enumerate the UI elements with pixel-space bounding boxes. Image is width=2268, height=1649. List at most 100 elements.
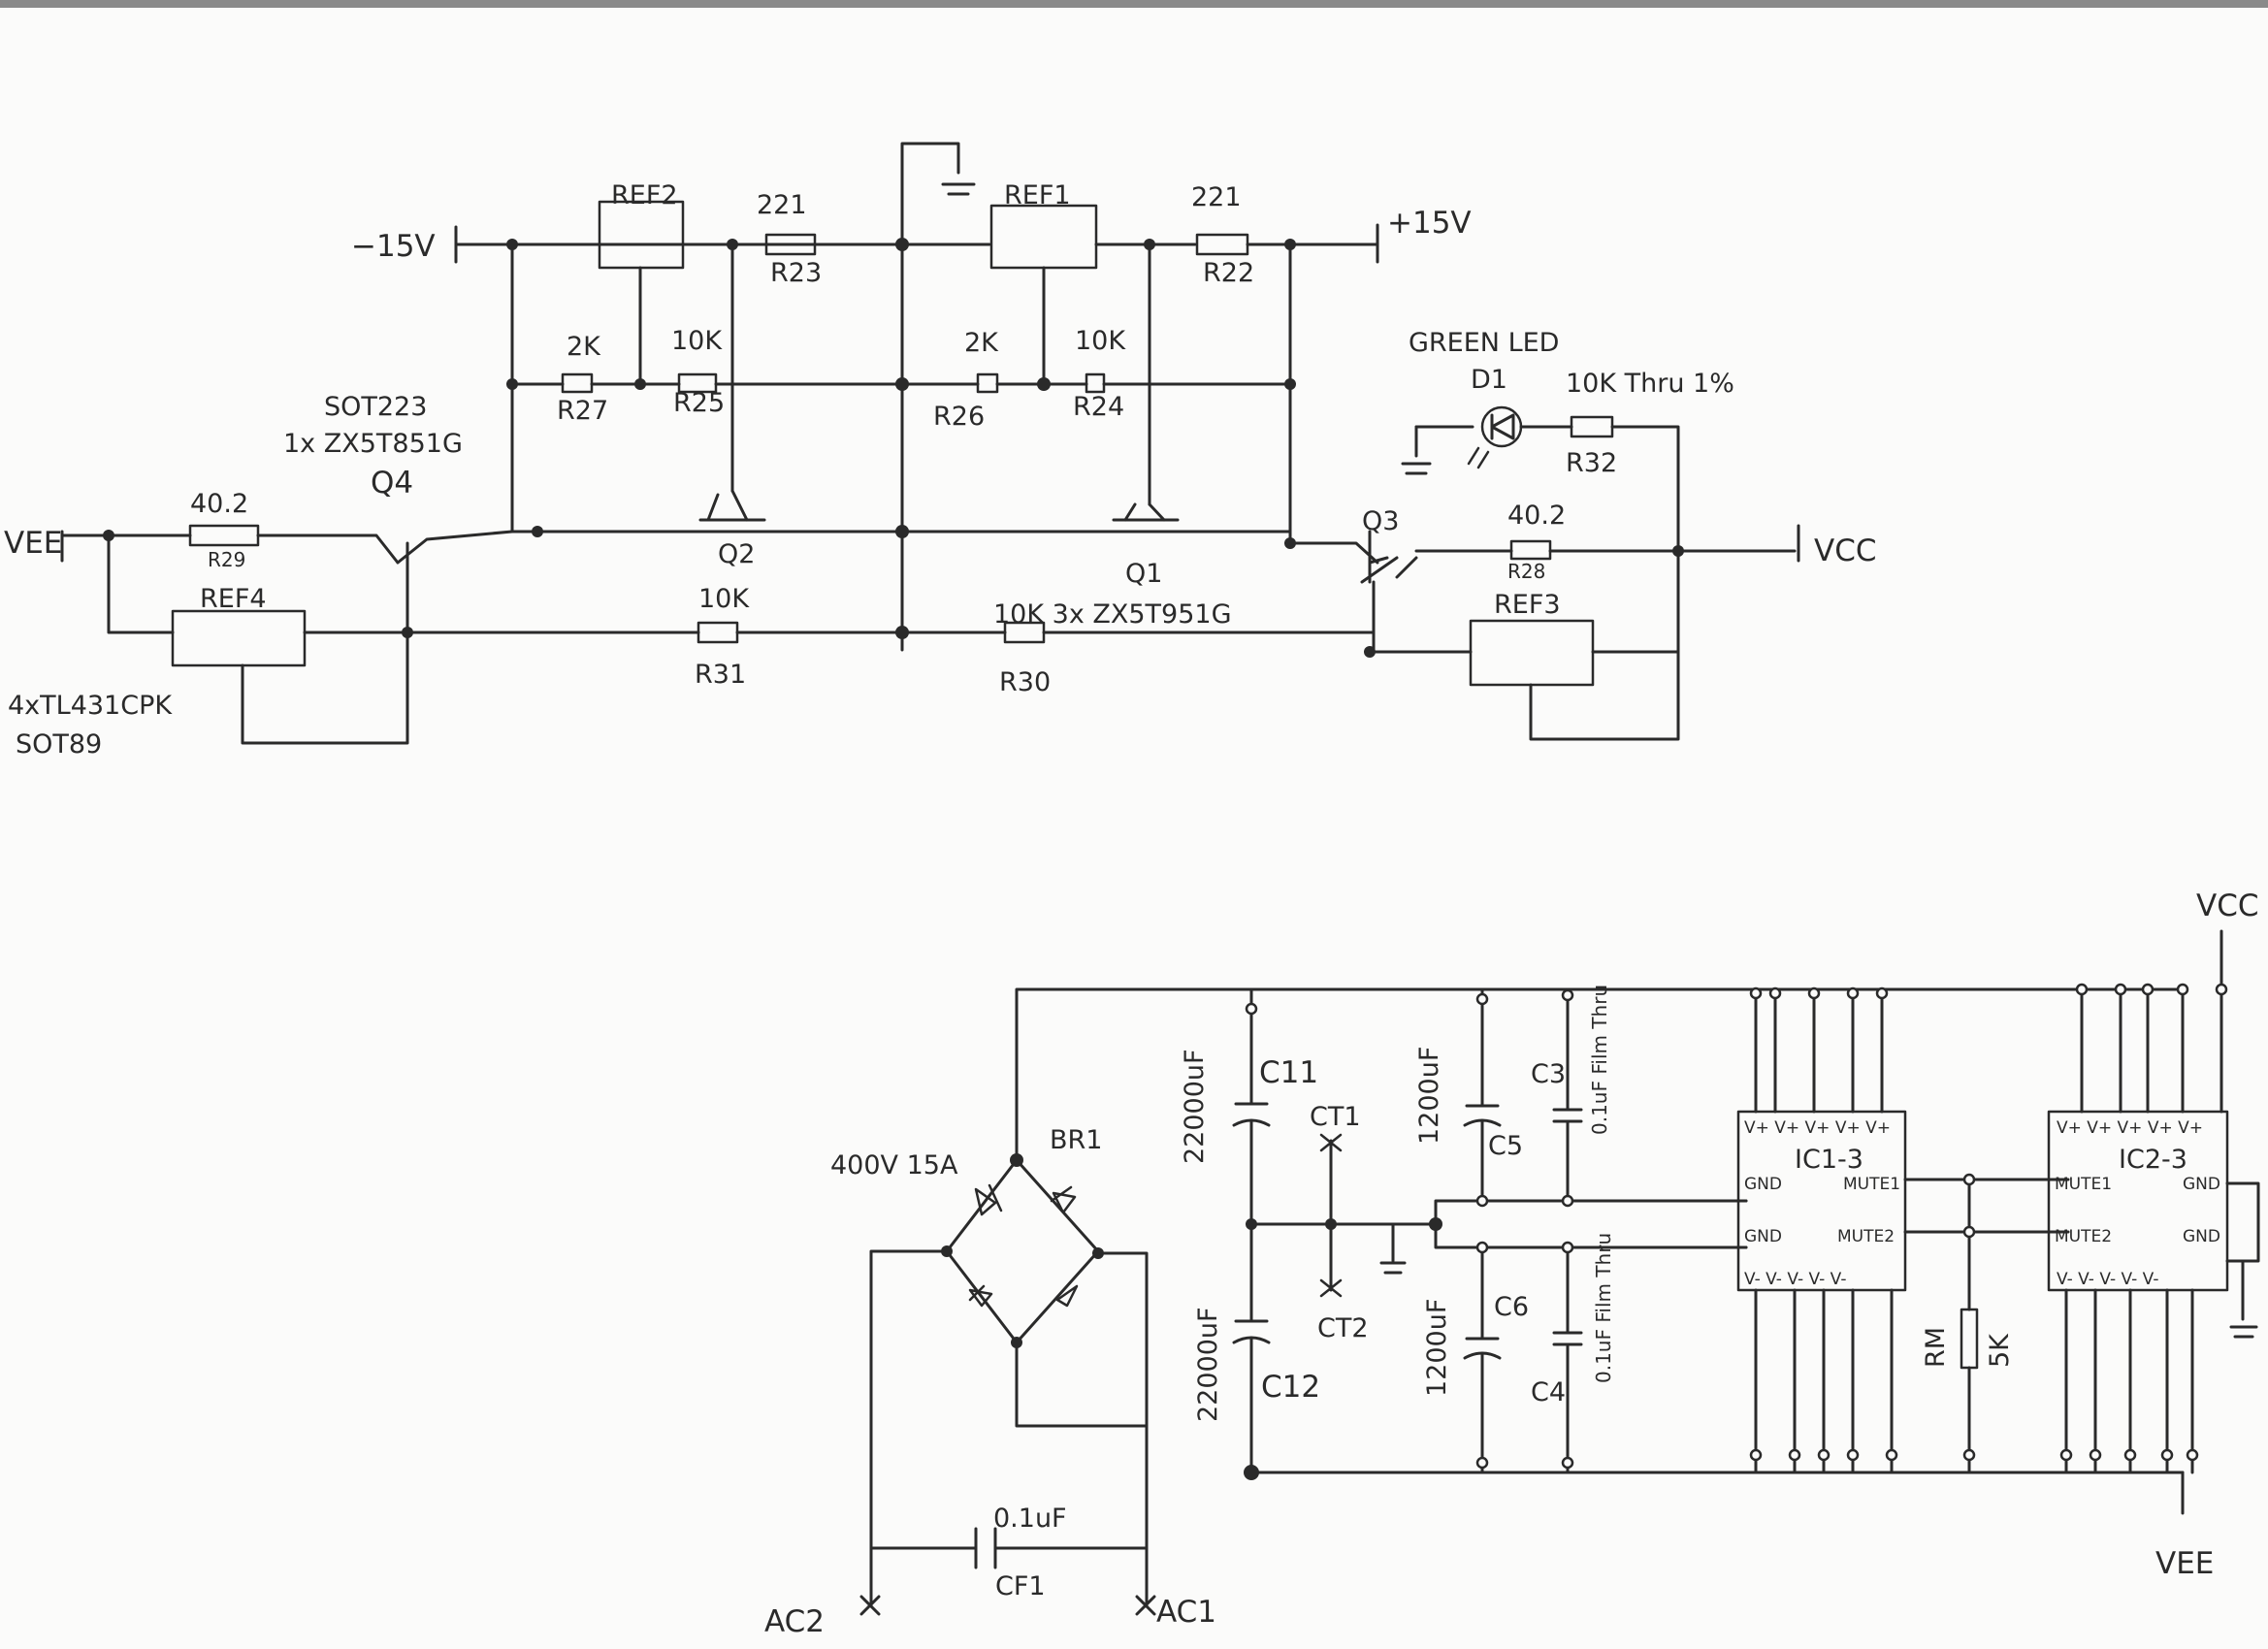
power-supply-labels: VCC VEE C11 22000uF C12 22000uF CT1 CT2 … <box>764 889 2259 1639</box>
r29-value: 40.2 <box>190 489 248 519</box>
c5-value: 1200uF <box>1414 1047 1444 1145</box>
ic1-mute1: MUTE1 <box>1843 1175 1900 1194</box>
sot223-label: SOT223 <box>324 392 427 422</box>
r30-value: 10K 3x ZX5T951G <box>993 599 1232 630</box>
ic1-vminus: V- V- V- V- V- <box>1744 1270 1846 1289</box>
vee-bottom-label: VEE <box>2155 1546 2214 1581</box>
ic2-vplus: V+ V+ V+ V+ V+ <box>2057 1118 2203 1138</box>
ref2-label: REF2 <box>611 180 678 210</box>
pos15-label: +15V <box>1387 206 1472 241</box>
ic1-mute2: MUTE2 <box>1837 1227 1895 1246</box>
r31-resistor <box>697 621 739 644</box>
ref4-label: REF4 <box>200 584 267 614</box>
r29-label: R29 <box>208 548 245 571</box>
r27-resistor <box>561 372 594 394</box>
d1-led <box>1480 405 1523 448</box>
ref2-box <box>598 200 685 270</box>
ref1-label: REF1 <box>1004 180 1071 210</box>
q4-label: Q4 <box>371 466 413 501</box>
rm-resistor <box>1960 1308 1979 1370</box>
r32-value: 10K Thru 1% <box>1566 369 1734 399</box>
r23-value: 221 <box>757 190 807 220</box>
r28-label: R28 <box>1507 560 1545 583</box>
ic2-box <box>2047 1110 2229 1292</box>
r25-value: 10K <box>671 326 723 356</box>
ic1-gnd2: GND <box>1744 1227 1782 1246</box>
ic2-mute2: MUTE2 <box>2055 1227 2112 1246</box>
q2-label: Q2 <box>718 539 755 569</box>
c3-value: 0.1uF Film Thru <box>1588 985 1611 1135</box>
r28-resistor <box>1509 539 1552 561</box>
ic1-box <box>1736 1110 1907 1292</box>
br1-label: BR1 <box>1050 1125 1102 1155</box>
ref1-box <box>989 204 1098 270</box>
q3-label: Q3 <box>1362 506 1399 536</box>
r24-resistor <box>1085 372 1106 394</box>
cf1-value: 0.1uF <box>993 1504 1067 1534</box>
c12-value: 22000uF <box>1193 1307 1223 1422</box>
r22-value: 221 <box>1191 182 1242 212</box>
c6-value: 1200uF <box>1422 1299 1452 1397</box>
r31-value: 10K <box>698 584 750 614</box>
r26-value: 2K <box>964 328 999 358</box>
r32-label: R32 <box>1566 448 1617 478</box>
ref4-box <box>171 609 307 667</box>
c4-label: C4 <box>1531 1377 1566 1407</box>
c12-label: C12 <box>1261 1370 1320 1405</box>
ic2-label: IC2-3 <box>2119 1145 2187 1175</box>
c3-label: C3 <box>1531 1059 1566 1089</box>
tl431-label: 4xTL431CPK <box>8 691 173 721</box>
ic2-mute1: MUTE1 <box>2055 1175 2112 1194</box>
r29-resistor <box>188 524 260 547</box>
ic2-gnd: GND <box>2183 1175 2220 1194</box>
r26-resistor <box>976 372 999 394</box>
r28-value: 40.2 <box>1507 501 1566 531</box>
r31-label: R31 <box>695 660 746 690</box>
r26-label: R26 <box>933 402 985 432</box>
ref3-label: REF3 <box>1494 590 1561 620</box>
c11-value: 22000uF <box>1180 1049 1210 1164</box>
r27-value: 2K <box>567 332 601 362</box>
ac2-label: AC2 <box>764 1604 825 1639</box>
ic1-label: IC1-3 <box>1795 1145 1863 1175</box>
rm-label: RM <box>1921 1327 1951 1368</box>
r22-resistor <box>1195 233 1249 256</box>
r25-label: R25 <box>673 388 725 418</box>
vcc-bottom-label: VCC <box>2196 889 2259 923</box>
c6-label: C6 <box>1494 1292 1529 1322</box>
cf1-label: CF1 <box>995 1571 1046 1601</box>
zx851-label: 1x ZX5T851G <box>283 429 463 459</box>
c4-value: 0.1uF Film Thru <box>1592 1233 1615 1383</box>
regulator-circuit <box>60 142 1800 745</box>
ic2-gnd2: GND <box>2183 1227 2220 1246</box>
r30-label: R30 <box>999 667 1051 697</box>
r32-resistor <box>1570 415 1614 438</box>
scan-edge <box>0 0 2268 8</box>
power-supply-circuit <box>859 929 2260 1616</box>
q1-label: Q1 <box>1125 559 1162 589</box>
r24-label: R24 <box>1073 392 1124 422</box>
r27-label: R27 <box>557 396 608 426</box>
c5-label: C5 <box>1488 1131 1523 1161</box>
ct1-label: CT1 <box>1310 1102 1361 1132</box>
neg15-label: −15V <box>351 229 436 264</box>
vee-top-label: VEE <box>4 526 62 561</box>
d1-label: D1 <box>1471 365 1507 395</box>
r23-resistor <box>764 233 817 256</box>
ct2-label: CT2 <box>1317 1313 1369 1343</box>
vcc-top-label: VCC <box>1814 534 1877 568</box>
r23-label: R23 <box>770 258 822 288</box>
sot89-label: SOT89 <box>16 729 102 760</box>
ic1-gnd: GND <box>1744 1175 1782 1194</box>
ic1-vplus: V+ V+ V+ V+ V+ <box>1744 1118 1891 1138</box>
br1-rating: 400V 15A <box>830 1150 958 1180</box>
rm-value: 5K <box>1985 1333 2015 1368</box>
r24-value: 10K <box>1075 326 1126 356</box>
c11-label: C11 <box>1259 1055 1318 1090</box>
regulator-labels: −15V +15V VEE VCC REF2 REF1 REF4 REF3 22… <box>4 180 1877 760</box>
ic2-vminus: V- V- V- V- V- <box>2057 1270 2158 1289</box>
r22-label: R22 <box>1203 258 1254 288</box>
ref3-box <box>1469 619 1595 687</box>
ac1-label: AC1 <box>1156 1595 1216 1630</box>
